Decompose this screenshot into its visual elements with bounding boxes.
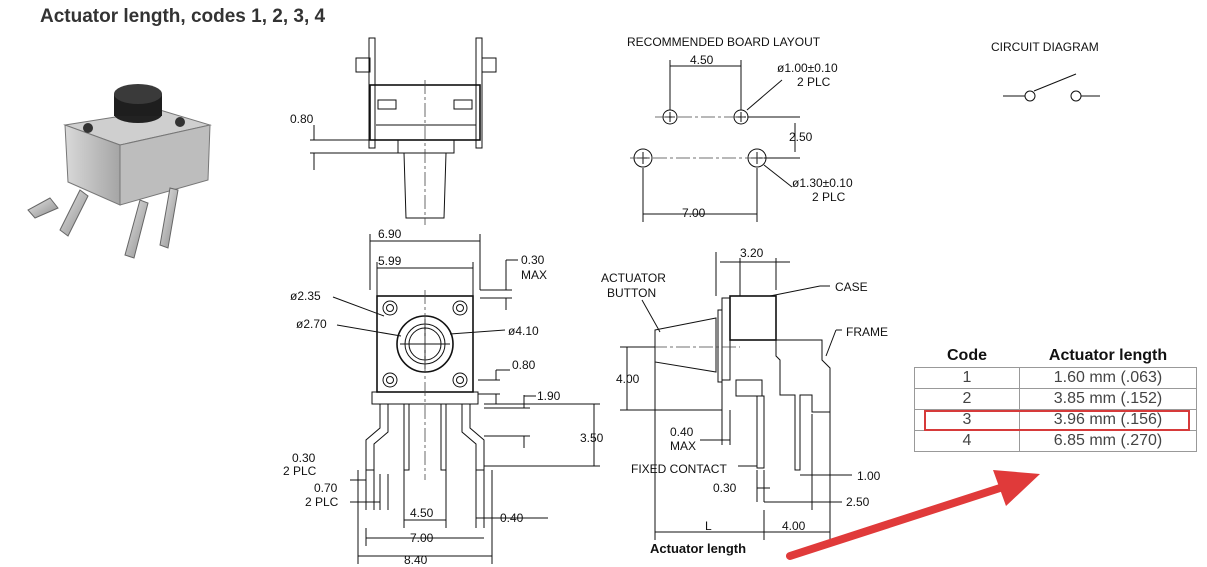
profile-frame: FRAME: [846, 325, 888, 339]
profile-dim-040-max: MAX: [670, 439, 696, 453]
board-dim-250: 2.50: [789, 130, 813, 144]
switch-photo: [27, 84, 212, 259]
table-row: 4 6.85 mm (.270): [914, 430, 1197, 452]
header-code: Code: [947, 347, 987, 364]
page-title: Actuator length, codes 1, 2, 3, 4: [40, 6, 326, 27]
header-actuator-length: Actuator length: [1048, 347, 1168, 364]
circuit-heading: CIRCUIT DIAGRAM: [991, 40, 1099, 54]
front-dim-350: 3.50: [580, 431, 604, 445]
front-dim-840: 8.40: [404, 553, 428, 567]
front-dim-030b: 0.30: [292, 451, 316, 465]
board-layout: [630, 60, 800, 222]
profile-fixed-contact: FIXED CONTACT: [631, 462, 727, 476]
front-dim-450: 4.50: [410, 506, 434, 520]
profile-dim-040: 0.40: [670, 425, 694, 439]
profile-button: BUTTON: [607, 286, 656, 300]
front-dim-080: 0.80: [512, 358, 536, 372]
highlight-arrow: [786, 470, 1040, 560]
front-dim-d410: ø4.10: [508, 324, 539, 338]
row-code: 1: [914, 367, 1020, 389]
front-dim-030-max: MAX: [521, 268, 547, 282]
row-code: 4: [914, 430, 1020, 452]
highlight-box: [924, 410, 1190, 431]
profile-dim-320: 3.20: [740, 246, 764, 260]
front-dim-690: 6.90: [378, 227, 402, 241]
profile-dim-100: 1.00: [857, 469, 881, 483]
board-hole-large: ø1.30±0.10: [792, 176, 853, 190]
table-header-row: Code Actuator length: [915, 347, 1197, 368]
profile-dim-030: 0.30: [713, 481, 737, 495]
side-dim-080: 0.80: [290, 112, 314, 126]
table-row: 1 1.60 mm (.063): [914, 367, 1197, 389]
front-dim-d270: ø2.70: [296, 317, 327, 331]
circuit-symbol: [1003, 73, 1100, 102]
board-dim-450: 4.50: [690, 53, 714, 67]
board-hole-small: ø1.00±0.10: [777, 61, 838, 75]
profile-caption: Actuator length: [650, 541, 746, 556]
board-hole-large-plc: 2 PLC: [812, 190, 846, 204]
side-view: [310, 37, 497, 225]
profile-dim-250: 2.50: [846, 495, 870, 509]
row-length: 1.60 mm (.063): [1019, 367, 1197, 389]
front-plc-a: 2 PLC: [283, 464, 317, 478]
front-view: [332, 234, 600, 564]
actuator-length-table: Code Actuator length 1 1.60 mm (.063) 2 …: [914, 347, 1197, 452]
front-dim-070: 0.70: [314, 481, 338, 495]
board-heading: RECOMMENDED BOARD LAYOUT: [627, 35, 821, 49]
front-dim-190: 1.90: [537, 389, 561, 403]
row-code: 2: [914, 388, 1020, 410]
row-length: 6.85 mm (.270): [1019, 430, 1197, 452]
table-row: 3 3.96 mm (.156): [914, 409, 1197, 431]
board-hole-small-plc: 2 PLC: [797, 75, 831, 89]
front-plc-b: 2 PLC: [305, 495, 339, 509]
row-length: 3.96 mm (.156): [1019, 409, 1197, 431]
front-dim-040: 0.40: [500, 511, 524, 525]
board-dim-700: 7.00: [682, 206, 706, 220]
profile-case: CASE: [835, 280, 868, 294]
profile-dim-400b: 4.00: [782, 519, 806, 533]
profile-dim-400: 4.00: [616, 372, 640, 386]
profile-actuator: ACTUATOR: [601, 271, 666, 285]
front-dim-d235: ø2.35: [290, 289, 321, 303]
profile-view: [620, 252, 852, 540]
front-dim-700: 7.00: [410, 531, 434, 545]
profile-dim-L: L: [705, 519, 712, 533]
front-dim-599: 5.99: [378, 254, 402, 268]
row-length: 3.85 mm (.152): [1019, 388, 1197, 410]
front-dim-030: 0.30: [521, 253, 545, 267]
table-row: 2 3.85 mm (.152): [914, 388, 1197, 410]
